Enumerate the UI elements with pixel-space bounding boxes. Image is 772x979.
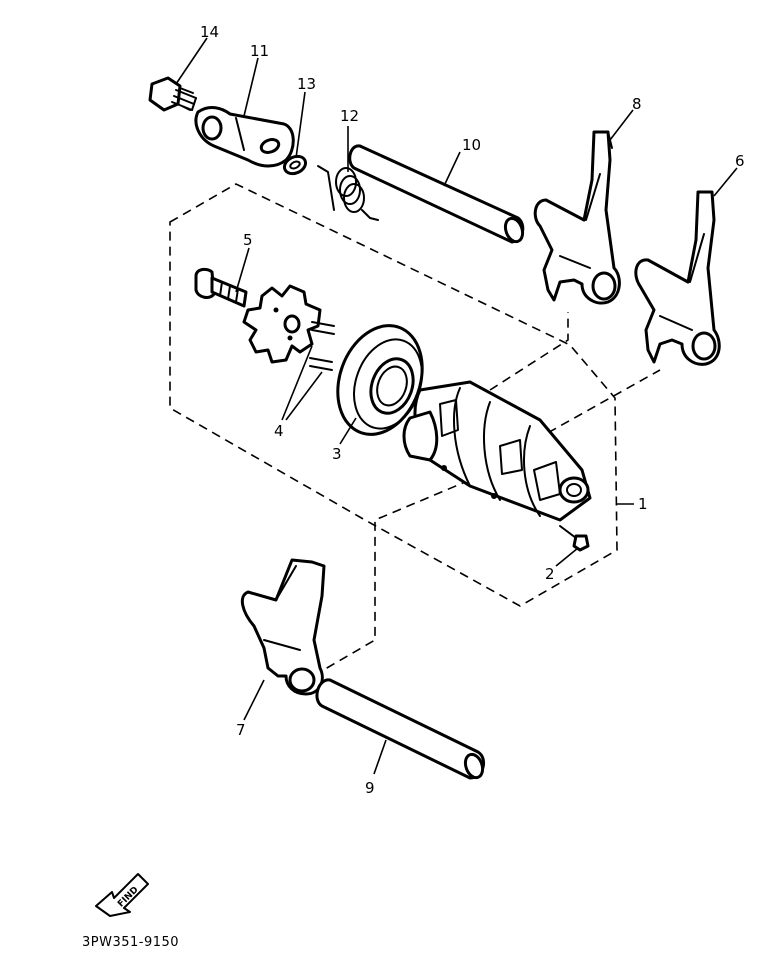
label-4: 4	[274, 422, 284, 440]
label-2: 2	[545, 565, 555, 583]
leader-13	[295, 91, 306, 159]
leader-2	[555, 547, 579, 567]
leader-8	[609, 109, 634, 141]
leader-5	[235, 247, 250, 293]
leader-4a	[281, 345, 313, 421]
part-5-bolt	[194, 267, 248, 308]
leader-11	[243, 57, 259, 117]
part-13-washer	[282, 154, 308, 176]
label-7: 7	[236, 721, 246, 739]
label-8: 8	[632, 95, 642, 113]
part-7-shift-fork	[240, 558, 326, 696]
part-9-shaft	[315, 678, 486, 780]
part-12-spring	[317, 165, 379, 221]
leader-10	[443, 151, 461, 187]
leader-4b	[285, 371, 323, 421]
leader-14	[175, 37, 208, 85]
label-9: 9	[365, 779, 375, 797]
leader-3	[339, 417, 357, 445]
label-6: 6	[735, 152, 745, 170]
label-1: 1	[638, 495, 648, 513]
guide-line-fork-7	[319, 479, 471, 673]
diagram-code: 3PW351-9150	[82, 935, 179, 950]
part-6-shift-fork	[634, 190, 721, 366]
part-11-lever	[194, 106, 295, 168]
assembly-boundary-dashed	[169, 183, 618, 607]
part-1-shift-drum	[402, 380, 592, 522]
leader-7	[243, 679, 265, 721]
find-arrow-icon: FIND	[95, 873, 149, 917]
shift-cam-segment	[242, 284, 322, 364]
part-14-bolt	[148, 76, 197, 112]
part-3-bearing	[336, 324, 424, 436]
label-5: 5	[243, 231, 253, 249]
part-4-pins	[309, 321, 335, 371]
label-3: 3	[332, 445, 342, 463]
label-13: 13	[297, 75, 316, 93]
part-10-shaft	[348, 144, 525, 244]
label-12: 12	[340, 107, 359, 125]
leader-6	[713, 167, 738, 197]
label-11: 11	[250, 42, 269, 60]
part-2-screw	[559, 525, 590, 552]
guide-line-fork-6	[534, 369, 661, 441]
leader-9	[373, 739, 387, 775]
guide-line-fork-8	[489, 312, 569, 391]
label-14: 14	[200, 23, 219, 41]
label-10: 10	[462, 136, 481, 154]
part-8-shift-fork	[533, 130, 621, 305]
